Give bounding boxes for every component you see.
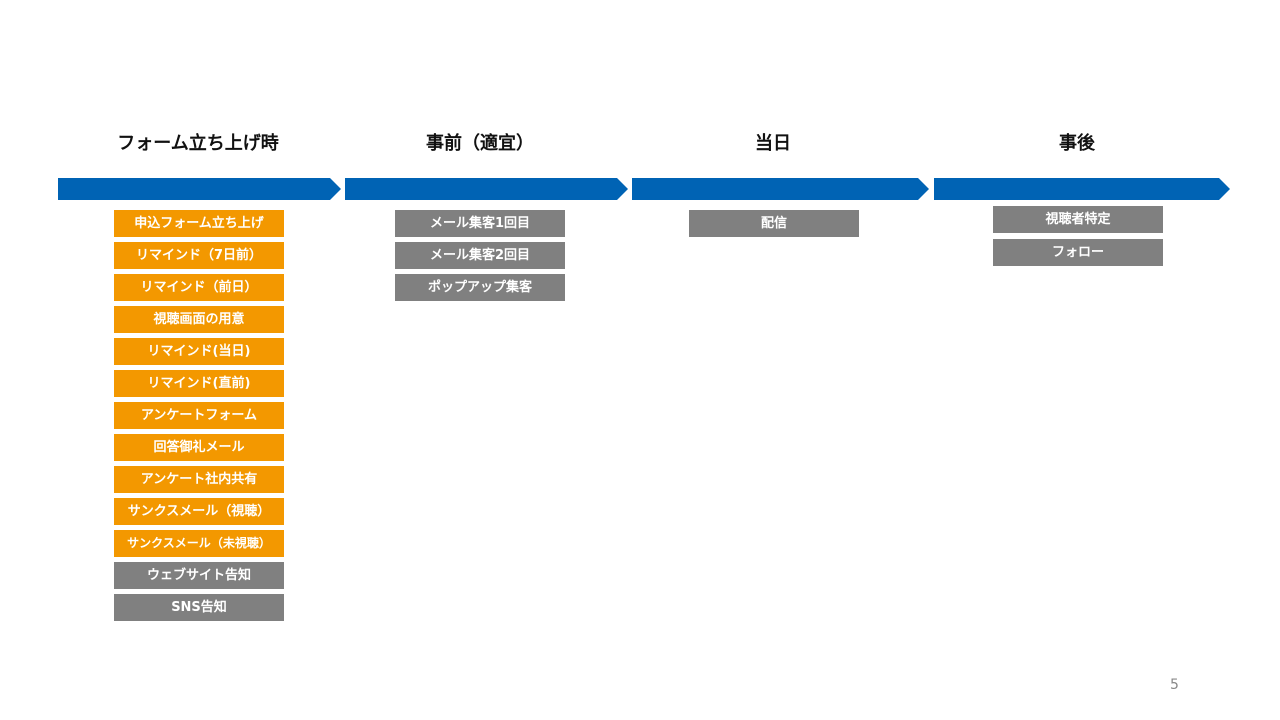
phase-arrow-after [934, 178, 1230, 200]
task-box: サンクスメール（未視聴） [114, 530, 284, 557]
task-box: メール集客2回目 [395, 242, 565, 269]
task-box: アンケートフォーム [114, 402, 284, 429]
task-box: サンクスメール（視聴） [114, 498, 284, 525]
phase-title-after: 事後 [1059, 133, 1095, 154]
task-box: リマインド（7日前） [114, 242, 284, 269]
task-box: リマインド(当日) [114, 338, 284, 365]
task-box: アンケート社内共有 [114, 466, 284, 493]
task-box: 配信 [689, 210, 859, 237]
page-number: 5 [1170, 677, 1179, 693]
task-box: SNS告知 [114, 594, 284, 621]
task-box: ポップアップ集客 [395, 274, 565, 301]
phase-arrow-day [632, 178, 929, 200]
phase-arrow-before [345, 178, 628, 200]
task-box: 視聴者特定 [993, 206, 1163, 233]
phase-title-day: 当日 [755, 133, 791, 154]
phase-arrow-launch [58, 178, 341, 200]
task-box: 申込フォーム立ち上げ [114, 210, 284, 237]
phase-title-launch: フォーム立ち上げ時 [117, 133, 279, 154]
task-box: メール集客1回目 [395, 210, 565, 237]
task-box: 回答御礼メール [114, 434, 284, 461]
task-box: 視聴画面の用意 [114, 306, 284, 333]
phase-title-before: 事前（適宜） [426, 133, 534, 154]
task-box: リマインド(直前) [114, 370, 284, 397]
task-box: フォロー [993, 239, 1163, 266]
task-box: ウェブサイト告知 [114, 562, 284, 589]
task-box: リマインド（前日） [114, 274, 284, 301]
